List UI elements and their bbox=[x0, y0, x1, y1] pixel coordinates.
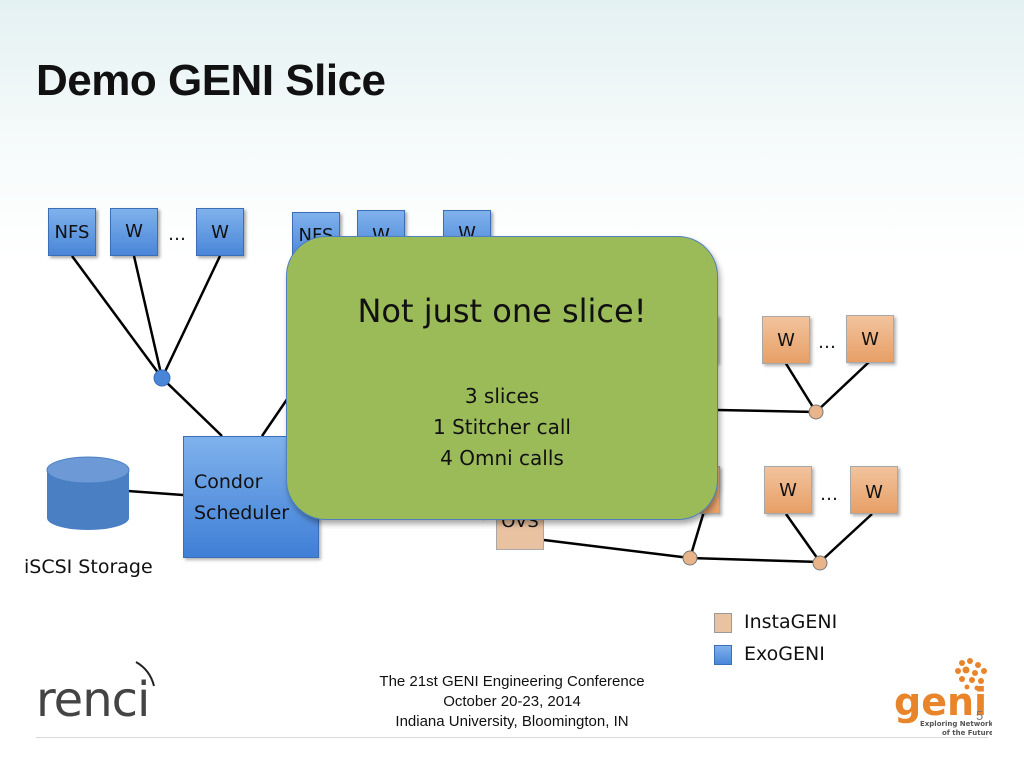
link-hub-up bbox=[688, 507, 707, 559]
callout-line-stitcher: 1 Stitcher call bbox=[433, 415, 571, 439]
callout-box: Not just one slice! 3 slices 1 Stitcher … bbox=[286, 236, 718, 520]
legend-instageni-swatch bbox=[714, 613, 732, 633]
worker-node-right-top-1: W bbox=[762, 316, 810, 364]
link-nfs-hub bbox=[70, 255, 164, 379]
callout-line-slices: 3 slices bbox=[464, 384, 540, 408]
link-popup-tophub bbox=[717, 408, 817, 414]
worker-node-right-bottom-1: W bbox=[764, 466, 812, 514]
geni-tagline-1: Exploring Networks bbox=[920, 720, 992, 728]
link-hub-condor bbox=[161, 377, 223, 437]
footer-divider bbox=[36, 737, 988, 738]
worker-node-right-top-2: W bbox=[846, 315, 894, 363]
link-wt1-hub bbox=[783, 361, 818, 413]
condor-label-line2: Scheduler bbox=[194, 502, 290, 524]
link-w2-hub bbox=[160, 255, 222, 379]
hub-top-right-node bbox=[808, 404, 824, 420]
renci-logo: renci bbox=[36, 672, 150, 728]
link-wt2-hub bbox=[815, 361, 870, 413]
link-wb2-hub bbox=[819, 513, 873, 563]
footer-line-1: The 21st GENI Engineering Conference bbox=[379, 673, 645, 690]
footer-line-3: Indiana University, Bloomington, IN bbox=[395, 713, 629, 730]
hub-bottom-mid-node bbox=[682, 550, 698, 566]
nfs-node-left: NFS bbox=[48, 208, 96, 256]
callout-line-omni: 4 Omni calls bbox=[440, 446, 564, 470]
link-wb1-hub bbox=[784, 513, 822, 563]
geni-tagline-2: of the Future bbox=[942, 729, 992, 737]
worker-node-right-bottom-2: W bbox=[850, 466, 898, 514]
legend-exogeni-swatch bbox=[714, 645, 732, 665]
link-storage-condor bbox=[127, 489, 184, 497]
link-w1-hub bbox=[132, 255, 164, 379]
ellipsis-left: … bbox=[168, 224, 186, 245]
page-number: 5 bbox=[976, 708, 984, 723]
footer-line-2: October 20-23, 2014 bbox=[443, 693, 581, 710]
ellipsis-right-bottom: … bbox=[820, 484, 838, 505]
hub-blue-node bbox=[153, 369, 171, 387]
ellipsis-right-top: … bbox=[818, 332, 836, 353]
hub-bottom-right-node bbox=[812, 555, 828, 571]
legend-instageni-label: InstaGENI bbox=[744, 611, 838, 633]
slide-title: Demo GENI Slice bbox=[36, 56, 386, 105]
footer-conference-info: The 21st GENI Engineering Conference Oct… bbox=[332, 672, 692, 732]
worker-node-left-2: W bbox=[196, 208, 244, 256]
iscsi-storage-label: iSCSI Storage bbox=[24, 556, 153, 578]
legend-exogeni-label: ExoGENI bbox=[744, 643, 825, 665]
geni-logo-graphic-icon: geni Exploring Networks of the Future bbox=[894, 658, 997, 737]
link-hubs bbox=[689, 556, 821, 564]
iscsi-storage-icon bbox=[46, 456, 130, 530]
condor-label-line1: Condor bbox=[194, 471, 263, 493]
worker-node-left-1: W bbox=[110, 208, 158, 256]
geni-logo: geni Exploring Networks of the Future bbox=[892, 655, 997, 740]
link-ovs-hub bbox=[543, 538, 691, 560]
renci-logo-accent-icon bbox=[135, 661, 155, 687]
callout-heading: Not just one slice! bbox=[357, 292, 647, 330]
geni-logo-text: geni bbox=[894, 680, 987, 724]
